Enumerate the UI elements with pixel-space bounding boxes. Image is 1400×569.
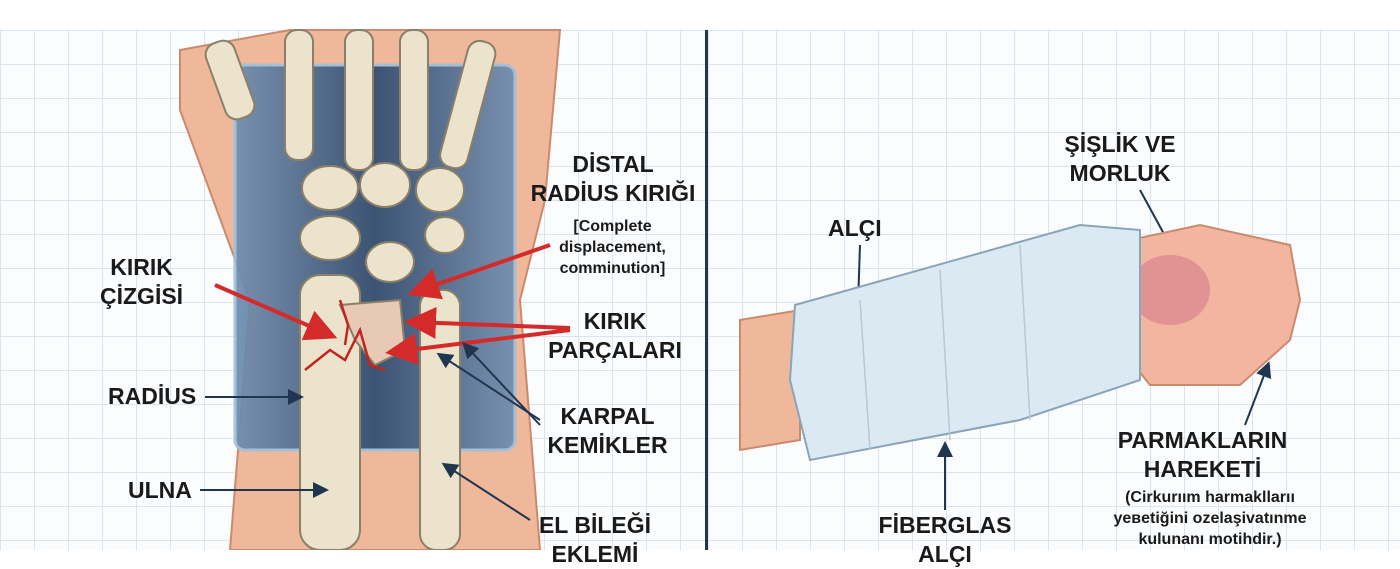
label-line: ALÇI — [918, 541, 972, 567]
label-finger-note: (Cirkurıım harmakllarıı yeвetiğini ozelaş… — [1090, 487, 1330, 550]
label-line: EKLEMİ — [551, 541, 639, 567]
label-line: DİSTAL — [572, 151, 654, 177]
label-line: ŞİŞLİK VE — [1064, 131, 1176, 157]
label-line: KIRIK — [110, 254, 173, 280]
label-wrist-joint: EL BİLEĞİ EKLEMİ — [530, 511, 660, 569]
diagram-title: DİSTAL RADİUS KIRIĞI — [528, 150, 698, 208]
label-line: ÇİZGİSİ — [100, 283, 184, 309]
label-line: KIRIK — [583, 308, 647, 334]
label-line: KEMİKLER — [547, 432, 668, 458]
label-line: yeвetiğini ozelaşivatınme — [1113, 510, 1307, 527]
label-line: [Complete — [573, 218, 652, 235]
fracture-lines — [304, 299, 386, 372]
arm-with-cast — [739, 223, 1302, 462]
label-fiberglass-cast: FİBERGLAS ALÇI — [870, 511, 1020, 569]
panel-divider — [705, 30, 708, 550]
label-cast: ALÇI — [828, 215, 882, 241]
label-line: displacement, — [559, 239, 666, 256]
label-fragments: KIRIK PARÇALARI — [545, 307, 685, 365]
label-fracture-note: [Complete displacement, comminution] — [540, 216, 685, 279]
label-radius: RADİUS — [108, 383, 197, 409]
red-arrows — [214, 243, 571, 365]
label-line: HAREKETİ — [1143, 456, 1262, 482]
label-carpals: KARPAL KEMİKLER — [540, 402, 675, 460]
label-line: comminution] — [559, 260, 666, 277]
label-ulna: ULNA — [128, 477, 192, 503]
label-fracture-line: KIRIK ÇİZGİSİ — [100, 253, 183, 311]
label-line: RADİUS KIRIĞI — [530, 180, 696, 206]
label-finger-movement: PARMAKLARIN HAREKETİ — [1115, 426, 1290, 484]
label-line: PARMAKLARIN — [1117, 427, 1288, 453]
label-line: EL BİLEĞİ — [538, 512, 652, 538]
label-line: MORLUK — [1069, 160, 1171, 186]
label-line: kulunanı motihdir.) — [1138, 531, 1282, 548]
label-swelling: ŞİŞLİK VE MORLUK — [1050, 130, 1190, 188]
label-line: KARPAL — [560, 403, 655, 429]
illustration — [179, 29, 1302, 550]
label-line: (Cirkurıım harmakllarıı — [1125, 489, 1295, 506]
label-line: PARÇALARI — [548, 337, 682, 363]
label-line: FİBERGLAS — [878, 512, 1012, 538]
